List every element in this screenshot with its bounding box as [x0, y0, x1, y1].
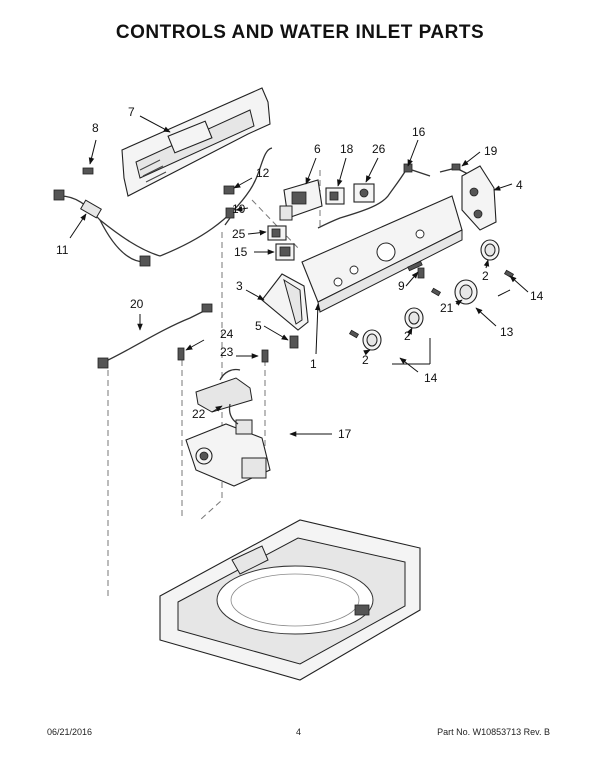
- wire-harness-20: [97, 303, 213, 369]
- callout-19: 19: [484, 144, 498, 158]
- callout-11: 11: [56, 243, 69, 257]
- callout-14-upper: 14: [530, 289, 544, 303]
- callout-10: 10: [232, 202, 246, 216]
- wire-harness: [53, 147, 273, 267]
- callout-2-middle: 2: [404, 329, 411, 343]
- callout-17: 17: [338, 427, 352, 441]
- callout-labels: 7 8 11 12 10 6 18 26 16 19 4 25 15 3 5 1…: [56, 105, 544, 441]
- knob-lower: [362, 329, 382, 351]
- callout-6: 6: [314, 142, 321, 156]
- switch-25: [267, 225, 287, 241]
- knob-upper: [480, 239, 500, 261]
- screw-5: [289, 335, 299, 349]
- callout-8: 8: [92, 121, 99, 135]
- screw-8: [82, 167, 94, 175]
- water-inlet-assembly: [185, 368, 271, 487]
- switch-15: [275, 243, 295, 261]
- callout-3: 3: [236, 279, 243, 293]
- callout-4: 4: [516, 178, 523, 192]
- callout-25: 25: [232, 227, 246, 241]
- switch-26: [353, 183, 375, 203]
- callout-23: 23: [220, 345, 234, 359]
- callout-15: 15: [234, 245, 248, 259]
- callout-21: 21: [440, 301, 454, 315]
- footer-page-number: 4: [296, 727, 302, 737]
- screw-23: [261, 349, 269, 363]
- switch-18: [325, 187, 345, 205]
- callout-9: 9: [398, 279, 405, 293]
- callout-14-lower: 14: [424, 371, 438, 385]
- right-end-cap: [461, 165, 497, 231]
- footer-part-number: Part No. W10853713 Rev. B: [437, 727, 550, 737]
- callout-18: 18: [340, 142, 354, 156]
- callout-7: 7: [128, 105, 135, 119]
- connector-10: [224, 207, 235, 226]
- callout-24: 24: [220, 327, 234, 341]
- page-title: CONTROLS AND WATER INLET PARTS: [115, 22, 485, 43]
- callout-1: 1: [310, 357, 317, 371]
- cabinet-top: [159, 519, 421, 681]
- control-panel-rear-cover: [121, 87, 271, 197]
- connector-12: [223, 185, 235, 195]
- callout-13: 13: [500, 325, 514, 339]
- knob-middle: [404, 307, 424, 329]
- screw-24: [177, 347, 185, 361]
- callout-12: 12: [256, 166, 270, 180]
- leader-lines: [69, 115, 529, 437]
- clip-9: [417, 267, 425, 279]
- footer-date: 06/21/2016: [47, 727, 93, 737]
- callout-20: 20: [130, 297, 144, 311]
- knob-21: [454, 279, 478, 305]
- callout-26: 26: [372, 142, 386, 156]
- wire-19: [439, 163, 469, 175]
- callout-16: 16: [412, 125, 426, 139]
- knob-inserts: [348, 269, 515, 339]
- left-end-cap: [261, 273, 309, 331]
- callout-2-upper: 2: [482, 269, 489, 283]
- callout-5: 5: [255, 319, 262, 333]
- callout-2-lower: 2: [362, 353, 369, 367]
- callout-22: 22: [192, 407, 206, 421]
- user-interface-board: [279, 179, 323, 221]
